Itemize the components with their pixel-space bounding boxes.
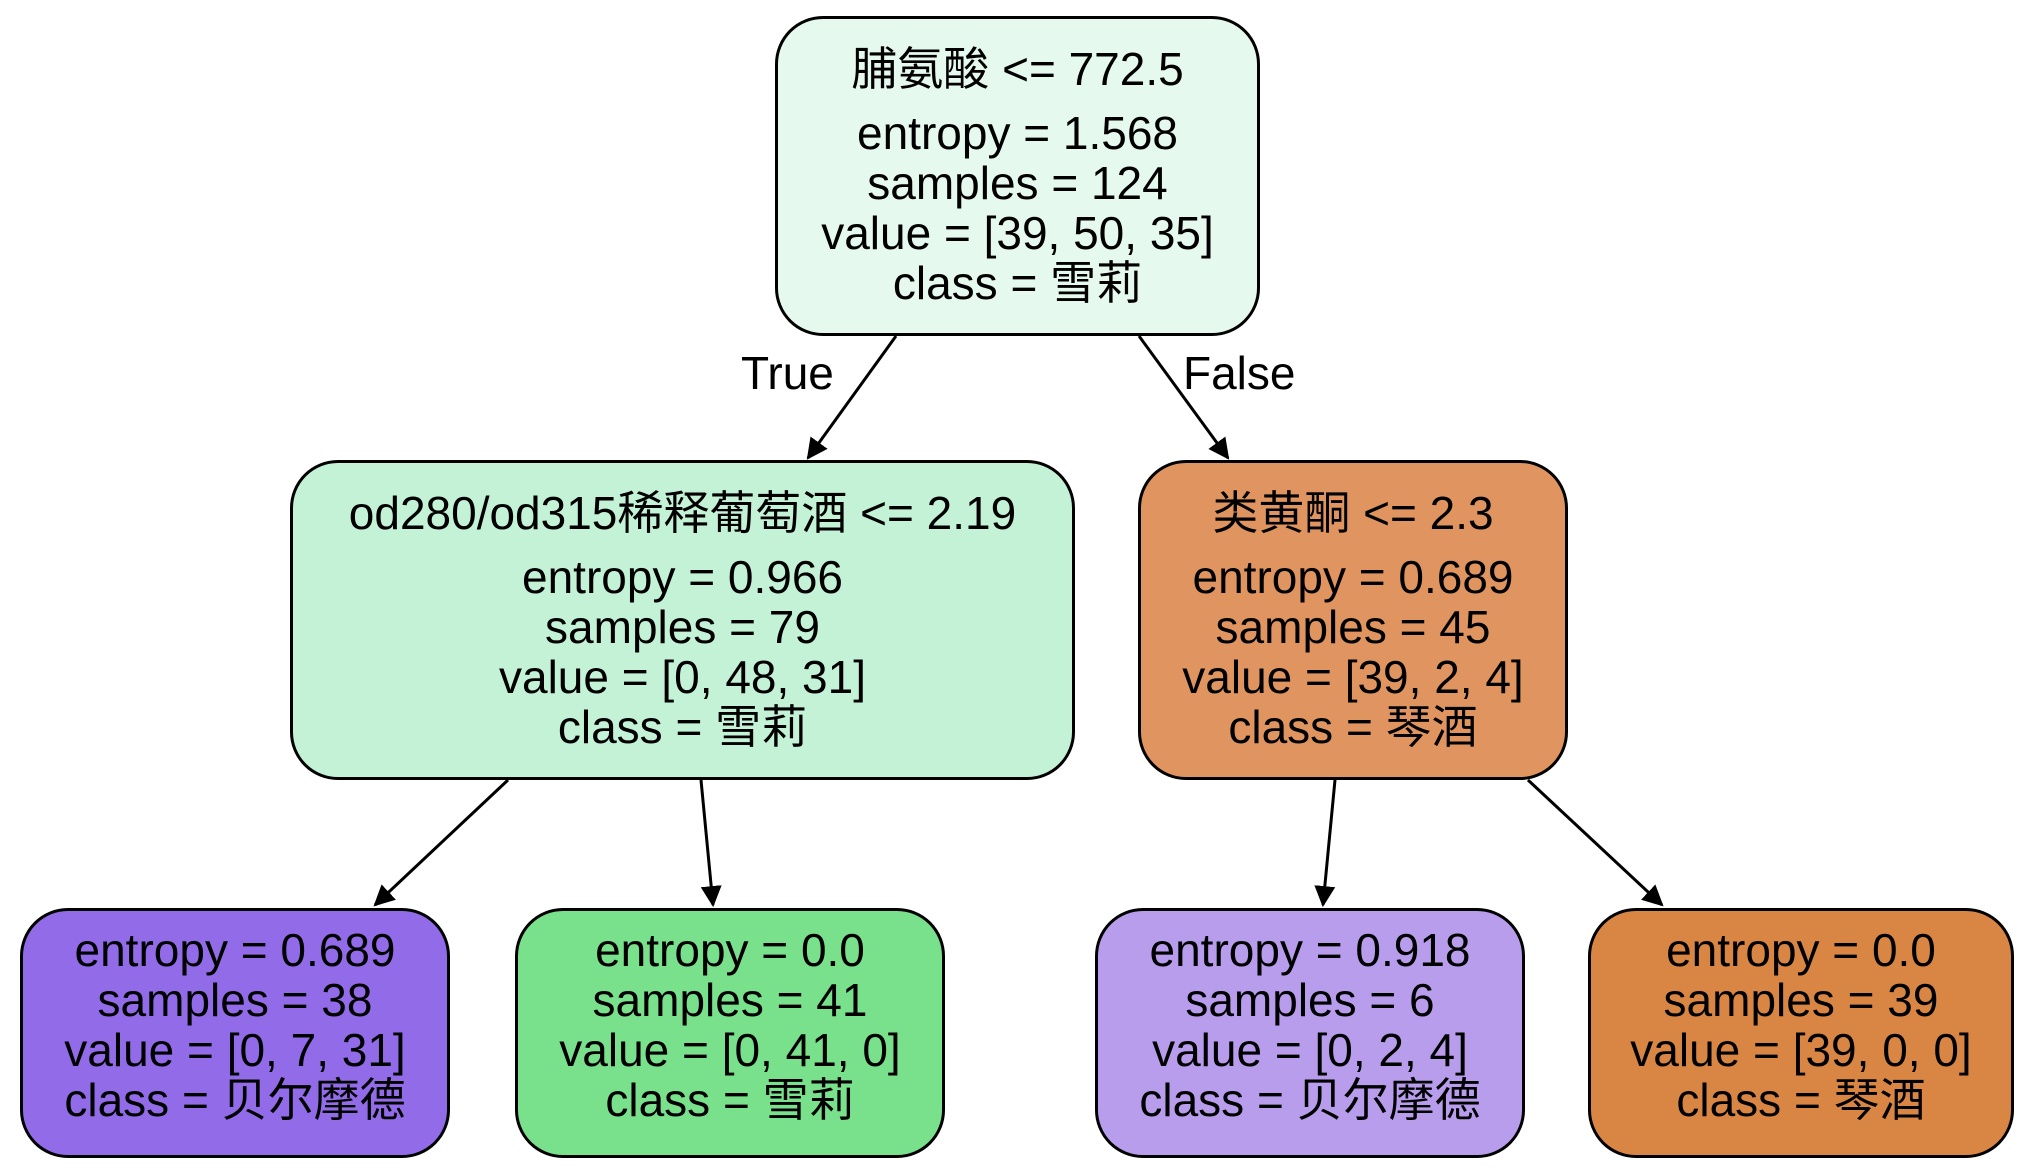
node-samples: samples = 41 [592,974,868,1026]
node-value: value = [0, 48, 31] [499,651,866,703]
edge-root-to-left [806,335,898,460]
tree-leaf-left-left: entropy = 0.689 samples = 38 value = [0,… [20,908,450,1158]
node-entropy: entropy = 1.568 [857,107,1178,159]
node-samples: samples = 45 [1215,601,1491,653]
node-split-condition: od280/od315稀释葡萄酒 <= 2.19 [348,487,1017,539]
node-entropy: entropy = 0.966 [522,551,843,603]
node-samples: samples = 124 [867,157,1168,209]
edge-left-to-left-left [373,778,510,907]
node-class: class = 琴酒 [1228,701,1478,753]
tree-node-right: 类黄酮 <= 2.3 entropy = 0.689 samples = 45 … [1138,460,1568,780]
node-class: class = 贝尔摩德 [1139,1074,1481,1126]
node-samples: samples = 39 [1663,974,1939,1026]
node-entropy: entropy = 0.0 [595,924,865,976]
tree-leaf-right-left: entropy = 0.918 samples = 6 value = [0, … [1095,908,1525,1158]
node-value: value = [0, 2, 4] [1152,1024,1468,1076]
node-value: value = [0, 41, 0] [559,1024,901,1076]
tree-leaf-left-right: entropy = 0.0 samples = 41 value = [0, 4… [515,908,945,1158]
node-entropy: entropy = 0.689 [1192,551,1514,603]
edge-root-to-right [1137,335,1230,460]
node-samples: samples = 79 [545,601,820,653]
node-split-condition: 类黄酮 <= 2.3 [1212,487,1494,539]
tree-leaf-right-right: entropy = 0.0 samples = 39 value = [39, … [1588,908,2014,1158]
node-class: class = 雪莉 [557,701,808,753]
node-class: class = 雪莉 [892,257,1143,309]
node-class: class = 贝尔摩德 [64,1074,406,1126]
node-class: class = 雪莉 [605,1074,855,1126]
node-entropy: entropy = 0.0 [1666,924,1936,976]
edge-right-to-right-right [1526,778,1664,907]
node-samples: samples = 38 [97,974,373,1026]
node-value: value = [39, 2, 4] [1182,651,1524,703]
edge-left-to-left-right [699,779,722,908]
node-entropy: entropy = 0.918 [1149,924,1471,976]
tree-node-left: od280/od315稀释葡萄酒 <= 2.19 entropy = 0.966… [290,460,1075,780]
tree-node-root: 脯氨酸 <= 772.5 entropy = 1.568 samples = 1… [775,16,1260,336]
edge-label-true: True [741,347,834,399]
node-samples: samples = 6 [1185,974,1435,1026]
node-value: value = [39, 50, 35] [821,207,1214,259]
edge-label-false: False [1183,347,1296,399]
node-value: value = [39, 0, 0] [1630,1024,1972,1076]
node-class: class = 琴酒 [1676,1074,1926,1126]
edge-right-to-right-left [1314,779,1337,908]
node-entropy: entropy = 0.689 [74,924,396,976]
node-split-condition: 脯氨酸 <= 772.5 [851,43,1184,95]
node-value: value = [0, 7, 31] [64,1024,406,1076]
